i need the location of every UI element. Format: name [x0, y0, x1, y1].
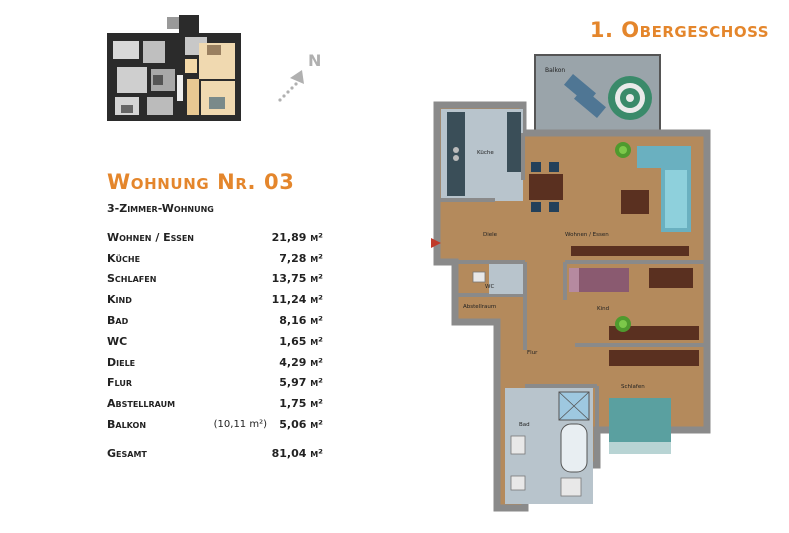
room-extra: [207, 310, 267, 331]
room-area: 11,24 m²: [271, 293, 323, 307]
entrance-marker-icon: [431, 238, 441, 248]
room-name: WC: [107, 334, 128, 348]
room-area: 13,75 m²: [271, 272, 323, 286]
plan-label-diele: Diele: [483, 232, 498, 238]
plant-icon: [615, 142, 631, 158]
room-row: Küche 7,28 m²: [107, 248, 323, 269]
plan-label-wc: WC: [485, 284, 494, 290]
room-name: Kind: [107, 293, 132, 307]
plan-label-bad: Bad: [519, 422, 530, 428]
room-area: 8,16 m²: [279, 314, 323, 328]
room-row: Balkon (10,11 m²) 5,06 m²: [107, 414, 323, 435]
room-name: Flur: [107, 376, 132, 390]
inner-walls: [437, 133, 707, 430]
kind-desk: [649, 268, 693, 288]
room-extra: [207, 331, 267, 352]
sofa-furniture: [637, 146, 691, 232]
room-name: Bad: [107, 314, 129, 328]
kind-shelf: [609, 326, 699, 340]
total-area: 81,04 m²: [271, 446, 323, 460]
kitchen-counter: [447, 112, 465, 196]
parasol-icon: [608, 76, 652, 120]
room-row: Bad 8,16 m²: [107, 310, 323, 331]
plan-label-schlafen: Schlafen: [621, 384, 645, 390]
apartment-title: Wohnung Nr. 03: [107, 170, 295, 194]
lounger-furniture: [564, 73, 606, 119]
plan-label-balkon: Balkon: [545, 67, 565, 74]
plan-label-wohnen: Wohnen / Essen: [565, 232, 609, 238]
room-extra: [207, 352, 267, 373]
compass-label: N: [308, 51, 321, 70]
room-extra: [207, 227, 267, 248]
room-row: Wohnen / Essen 21,89 m²: [107, 227, 323, 248]
plan-label-kind: Kind: [597, 306, 609, 312]
plan-label-abstellraum: Abstellraum: [463, 304, 496, 310]
room-name: Schlafen: [107, 272, 157, 286]
room-area: 21,89 m²: [271, 230, 323, 244]
room-area-table: Wohnen / Essen 21,89 m² Küche 7,28 m² Sc…: [107, 227, 323, 464]
room-row: Abstellraum 1,75 m²: [107, 393, 323, 414]
room-name: Abstellraum: [107, 397, 176, 411]
room-name: Wohnen / Essen: [107, 230, 194, 244]
dining-table: [529, 174, 563, 200]
floor-plan: Balkon Küche Wohnen / Essen Diele: [431, 54, 711, 512]
room-area: 1,75 m²: [279, 397, 323, 411]
plant-icon: [615, 316, 631, 332]
room-row: Diele 4,29 m²: [107, 352, 323, 373]
room-extra: [207, 248, 267, 269]
total-row: Gesamt 81,04 m²: [107, 443, 323, 464]
coffee-table: [621, 190, 649, 214]
room-area: 4,29 m²: [279, 355, 323, 369]
room-row: Kind 11,24 m²: [107, 289, 323, 310]
room-name: Diele: [107, 355, 136, 369]
room-row: Schlafen 13,75 m²: [107, 269, 323, 290]
room-extra: [207, 373, 267, 394]
room-name: Küche: [107, 251, 141, 265]
room-row: WC 1,65 m²: [107, 331, 323, 352]
room-area: 7,28 m²: [279, 251, 323, 265]
plan-label-kueche: Küche: [477, 150, 494, 156]
room-area: 5,06 m²: [279, 418, 323, 432]
room-extra: [207, 269, 267, 290]
sideboard: [571, 246, 689, 256]
north-arrow-icon: N: [278, 51, 321, 102]
wc-floor: [489, 264, 523, 294]
room-row: Flur 5,97 m²: [107, 373, 323, 394]
room-area: 5,97 m²: [279, 376, 323, 390]
room-name: Balkon: [107, 418, 147, 432]
bathtub-icon: [560, 423, 588, 473]
room-area: 1,65 m²: [279, 334, 323, 348]
floor-title: 1. Obergeschoss: [589, 18, 769, 42]
apartment-subtitle: 3-Zimmer-Wohnung: [107, 202, 214, 215]
dining-chairs: [531, 162, 559, 212]
room-extra: [207, 393, 267, 414]
plan-label-flur: Flur: [527, 350, 538, 356]
building-overview-plan: [107, 15, 241, 121]
room-extra: (10,11 m²): [213, 419, 267, 431]
room-extra: [207, 289, 267, 310]
total-label: Gesamt: [107, 446, 147, 460]
wardrobe: [609, 350, 699, 366]
